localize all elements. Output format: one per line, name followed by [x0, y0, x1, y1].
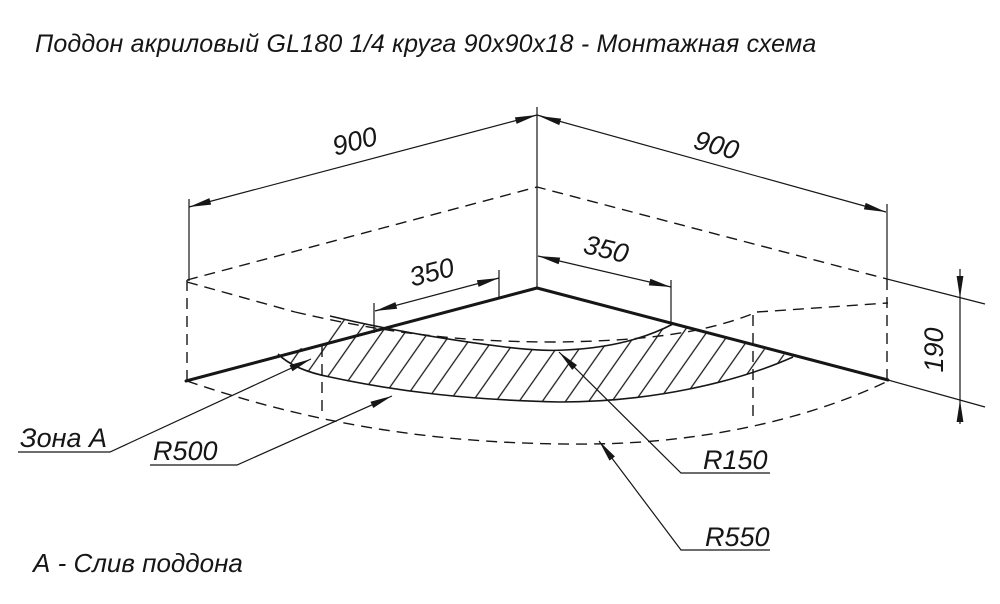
arrow-900-left-b: [514, 115, 537, 124]
leader-r150: [558, 351, 770, 474]
arrow-leader-zone-a: [289, 359, 311, 372]
zone-inner-arc-r150: [329, 315, 674, 352]
arrow-900-right-a: [539, 116, 562, 126]
dim-text-350-left: 350: [406, 252, 457, 293]
arrow-leader-r150: [559, 352, 578, 370]
dim-line-900-left: [188, 114, 538, 208]
label-r500: R500: [153, 436, 218, 466]
front-segment-right-hidden: [756, 302, 889, 313]
zone-left-cap-arc: [277, 353, 331, 378]
legend-note: А - Слив поддона: [31, 548, 243, 578]
floor-front-arc-r500: [329, 356, 794, 403]
front-segment-left-hidden: [186, 281, 296, 313]
leader-r550: [598, 440, 770, 551]
leader-lines: [18, 351, 770, 551]
leader-r500: [150, 395, 393, 466]
arrow-190-bottom: [956, 400, 964, 422]
arrow-350-right-b: [648, 278, 671, 287]
arrow-leader-r550: [599, 441, 615, 461]
arrow-190-top: [956, 276, 964, 298]
floor-edge-left: [184, 286, 539, 383]
drain-zone-hatch: [278, 316, 793, 402]
label-r550: R550: [705, 522, 770, 552]
arrow-350-left-b: [476, 278, 499, 287]
arrow-350-right-a: [538, 256, 561, 265]
arrow-900-left-a: [189, 198, 212, 207]
arrow-350-left-a: [375, 302, 398, 311]
dim-text-190: 190: [919, 327, 949, 372]
dim-text-900-left: 900: [329, 121, 380, 162]
ext-line-190-top: [886, 278, 986, 305]
label-zone-a: Зона А: [20, 423, 107, 453]
dim-line-900-right: [536, 114, 887, 213]
page-title: Поддон акриловый GL180 1/4 круга 90х90х1…: [35, 30, 816, 58]
dim-line-350-right: [537, 255, 672, 288]
arrow-900-right-b: [863, 202, 886, 212]
leader-zone-a: [18, 358, 312, 453]
ext-line-190-bottom: [887, 379, 986, 408]
label-r150: R150: [703, 445, 768, 475]
arrow-leader-r500: [370, 396, 392, 408]
callout-labels: Зона А R500 R150 R550: [20, 423, 770, 552]
dim-text-350-right: 350: [581, 229, 632, 269]
floor-edge-right: [535, 286, 890, 382]
visible-edges: [184, 107, 890, 403]
skirt-bottom-arc-r550: [186, 380, 889, 445]
arrowheads: [189, 115, 964, 461]
